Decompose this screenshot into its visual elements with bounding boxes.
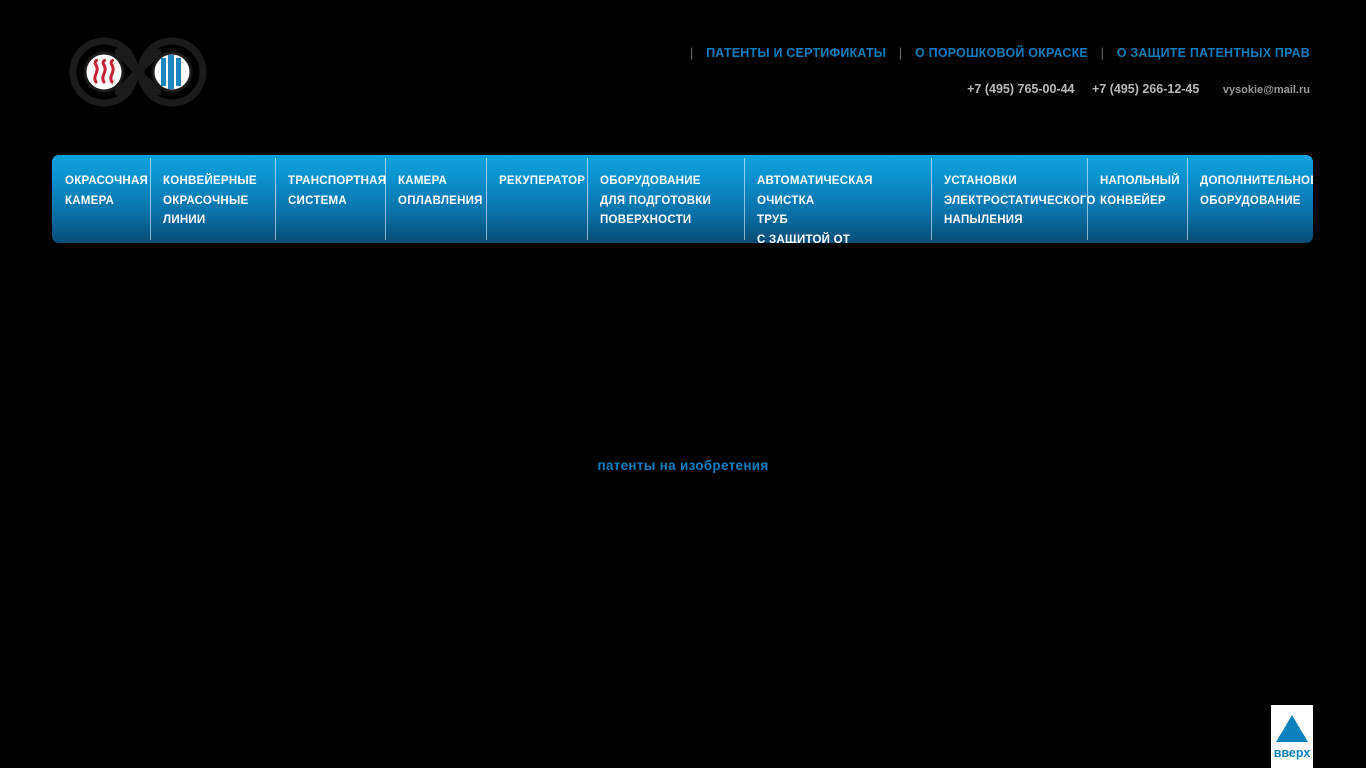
nav-additional-equipment[interactable]: ДОПОЛНИТЕЛЬНОЕ ОБОРУДОВАНИЕ	[1187, 155, 1313, 243]
nav-curing-oven[interactable]: КАМЕРА ОПЛАВЛЕНИЯ	[385, 155, 486, 243]
header-contacts: +7 (495) 765-00-44 +7 (495) 266-12-45 vy…	[953, 82, 1310, 96]
phone-number-2[interactable]: +7 (495) 266-12-45	[1091, 82, 1200, 96]
page-heading: патенты на изобретения	[597, 458, 769, 473]
scroll-to-top-button[interactable]: вверх	[1271, 705, 1313, 768]
link-about-powder-coating[interactable]: О ПОРОШКОВОЙ ОКРАСКЕ	[915, 46, 1088, 60]
nav-automatic-pipe-cleaning[interactable]: АВТОМАТИЧЕСКАЯ ОЧИСТКА ТРУБ С ЗАЩИТОЙ ОТ…	[744, 155, 931, 243]
nav-electrostatic-spraying-units[interactable]: УСТАНОВКИ ЭЛЕКТРОСТАТИЧЕСКОГО НАПЫЛЕНИЯ	[931, 155, 1095, 243]
phone-number-1[interactable]: +7 (495) 765-00-44	[967, 82, 1075, 96]
top-link-separator-1: |	[898, 46, 903, 60]
site-header: | ПАТЕНТЫ И СЕРТИФИКАТЫ | О ПОРОШКОВОЙ О…	[0, 0, 1366, 140]
scroll-to-top-label: вверх	[1273, 746, 1311, 760]
top-link-separator-2: |	[1100, 46, 1105, 60]
infinity-heat-cool-logo-icon	[69, 37, 207, 107]
nav-painting-chamber[interactable]: ОКРАСОЧНАЯ КАМЕРА	[65, 175, 149, 207]
link-patent-rights-protection[interactable]: О ЗАЩИТЕ ПАТЕНТНЫХ ПРАВ	[1116, 46, 1310, 60]
cooling-bars-icon	[161, 55, 181, 89]
top-link-separator-0: |	[689, 46, 694, 60]
nav-transport-system[interactable]: ТРАНСПОРТНАЯ СИСТЕМА	[275, 155, 386, 243]
email-address[interactable]: vysokie@mail.ru	[1222, 84, 1310, 96]
nav-floor-conveyor[interactable]: НАПОЛЬНЫЙ КОНВЕЙЕР	[1087, 155, 1187, 243]
nav-conveyor-painting-lines[interactable]: КОНВЕЙЕРНЫЕ ОКРАСОЧНЫЕ ЛИНИИ	[150, 155, 275, 243]
header-top-links: | ПАТЕНТЫ И СЕРТИФИКАТЫ | О ПОРОШКОВОЙ О…	[681, 46, 1310, 60]
link-patents-certificates[interactable]: ПАТЕНТЫ И СЕРТИФИКАТЫ	[706, 46, 887, 60]
heat-waves-icon	[93, 59, 115, 84]
site-logo[interactable]	[68, 34, 208, 110]
nav-surface-preparation-equipment[interactable]: ОБОРУДОВАНИЕ ДЛЯ ПОДГОТОВКИ ПОВЕРХНОСТИ	[587, 155, 744, 243]
triangle-up-icon	[1276, 715, 1308, 742]
main-content: патенты на изобретения	[0, 243, 1366, 703]
nav-recuperator[interactable]: РЕКУПЕРАТОР	[486, 155, 587, 243]
